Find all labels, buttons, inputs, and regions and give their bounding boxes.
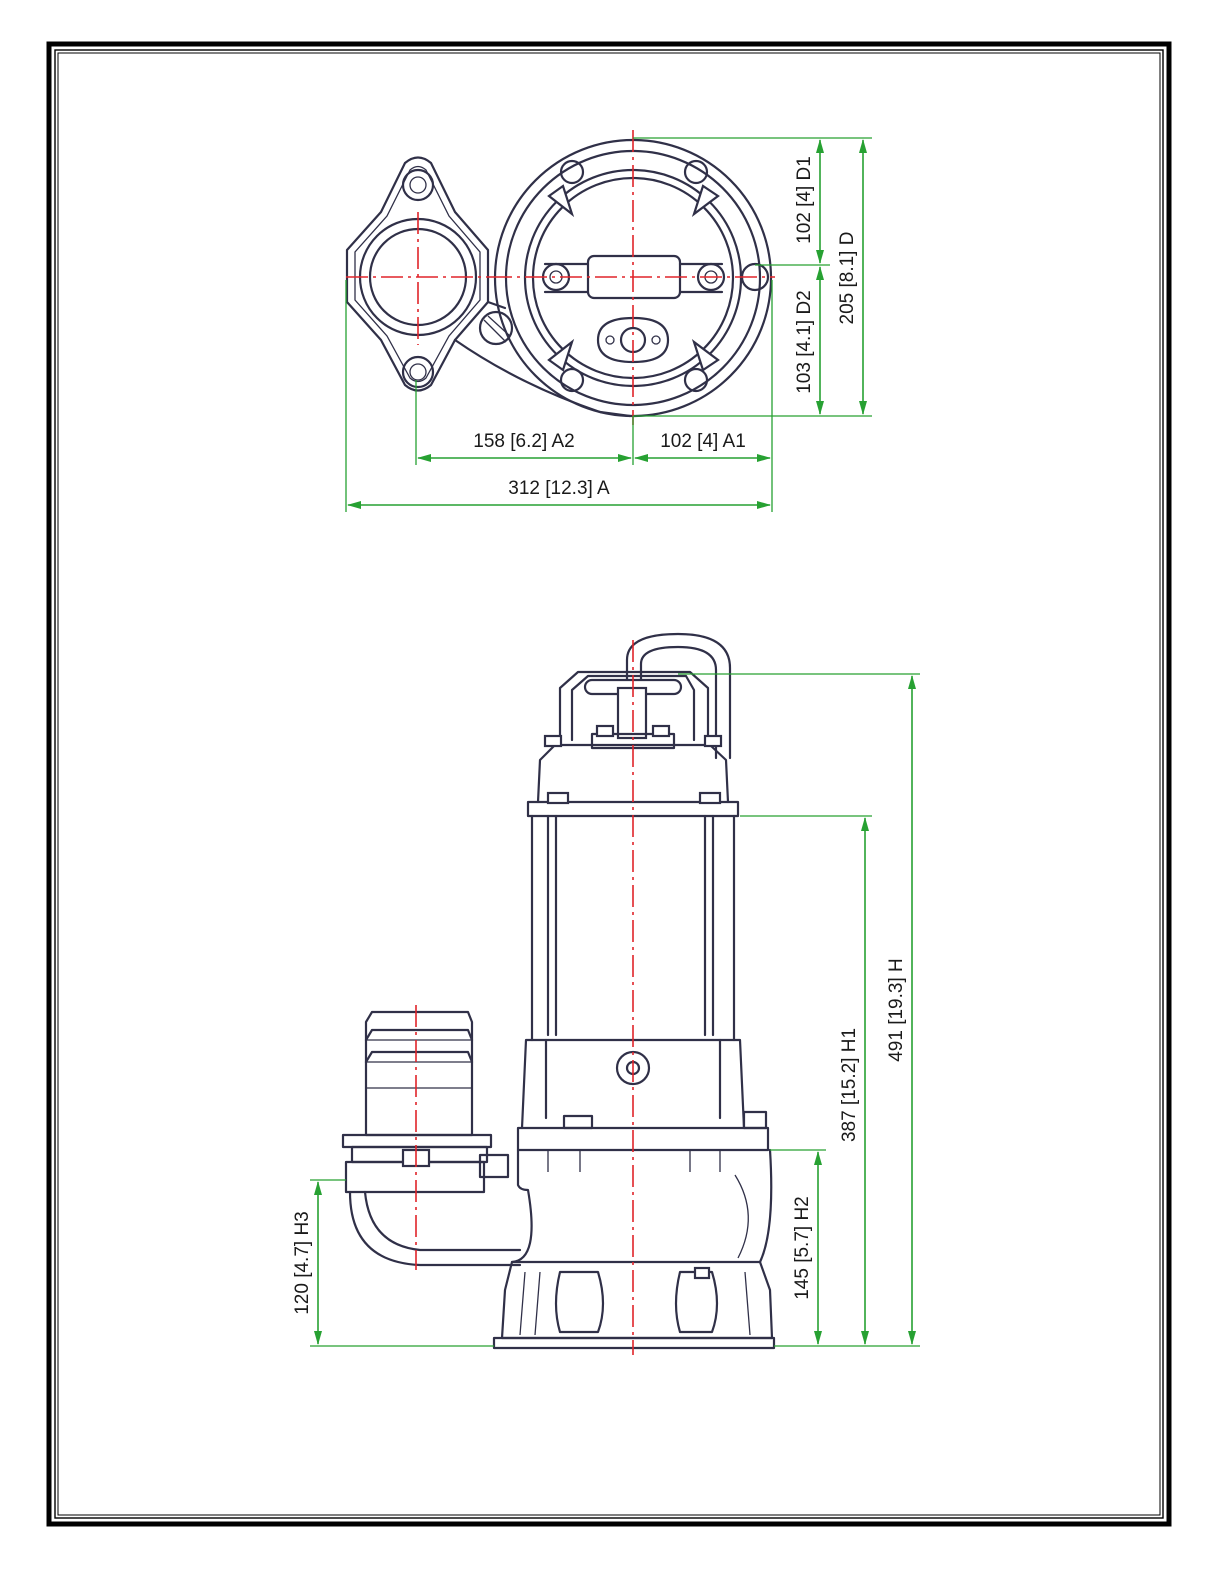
dim-H3-label: 120 [4.7] H3 xyxy=(292,1211,313,1315)
volute-arm xyxy=(455,340,630,416)
dim-D2-label: 103 [4.1] D2 xyxy=(794,290,815,394)
pump-volute xyxy=(494,1150,774,1348)
border-frame xyxy=(49,44,1169,1524)
dim-A-label: 312 [12.3] A xyxy=(508,478,610,499)
discharge-elbow xyxy=(343,1012,520,1265)
lower-housing xyxy=(518,1040,768,1150)
drain-plug xyxy=(480,312,512,344)
dim-A2-label: 158 [6.2] A2 xyxy=(473,431,574,452)
dim-D-label: 205 [8.1] D xyxy=(837,232,858,325)
dim-H-label: 491 [19.3] H xyxy=(886,958,907,1062)
dim-H1-label: 387 [15.2] H1 xyxy=(839,1028,860,1142)
dim-A1-label: 102 [4] A1 xyxy=(660,431,746,452)
dim-H2-label: 145 [5.7] H2 xyxy=(792,1196,813,1300)
top-view: 102 [4] D1 103 [4.1] D2 205 [8.1] D 158 … xyxy=(346,130,872,512)
side-view: 491 [19.3] H 387 [15.2] H1 145 [5.7] H2 … xyxy=(292,634,920,1355)
dim-D1-label: 102 [4] D1 xyxy=(794,156,815,244)
